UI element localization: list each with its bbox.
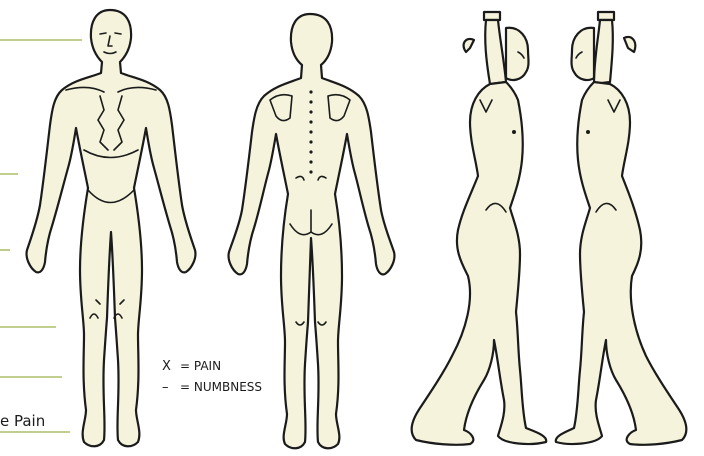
legend: X = PAIN – = NUMBNESS [162, 359, 262, 395]
legend-numbness-symbol: – [162, 380, 169, 395]
spine-dots [309, 90, 312, 173]
legend-pain-symbol: X [162, 359, 171, 374]
front-view-figure[interactable] [27, 10, 196, 446]
legend-pain-label: = PAIN [180, 359, 221, 373]
left-side-view-figure[interactable] [556, 12, 687, 445]
left-label-fragment: e Pain [0, 412, 45, 430]
right-side-view-figure[interactable] [412, 12, 547, 445]
legend-numbness-label: = NUMBNESS [180, 380, 262, 394]
